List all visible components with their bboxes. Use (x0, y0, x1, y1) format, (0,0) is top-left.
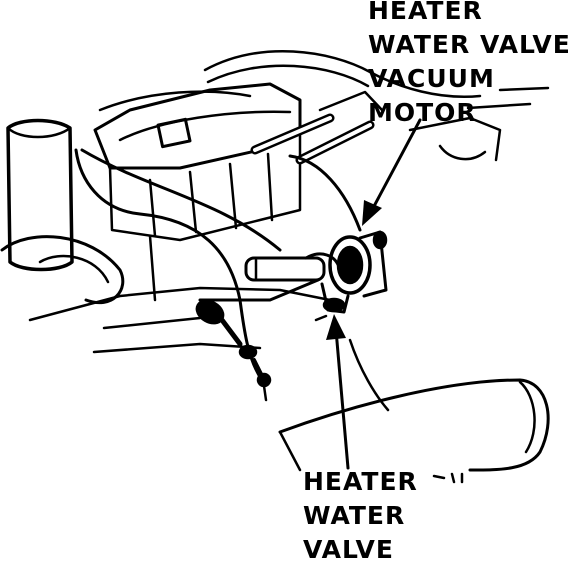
vacuum-motor-label-line-2: WATER VALVE (368, 30, 571, 59)
vacuum-motor-label-line-1: HEATER (368, 0, 483, 25)
air-cleaner (0, 118, 125, 305)
engine-block (93, 82, 302, 242)
vacuum-motor-label-line-4: MOTOR (368, 98, 477, 127)
lower-frame (28, 234, 332, 354)
water-valve-label-line-1: HEATER (303, 467, 418, 496)
vacuum-line (74, 148, 362, 382)
water-valve-label-line-2: WATER (303, 501, 406, 530)
callout-arrows (326, 118, 422, 470)
heater-valve-assembly (244, 230, 390, 412)
hood-edge (203, 50, 550, 162)
inline-fitting (195, 299, 272, 402)
vacuum-motor-label-line-3: VACUUM (368, 64, 495, 93)
water-valve-label: HEATER WATER VALVE (303, 465, 418, 567)
upper-hoses (250, 90, 384, 165)
lower-tank (278, 378, 550, 484)
vacuum-motor-label: HEATER WATER VALVE VACUUM MOTOR (368, 0, 571, 130)
water-valve-label-line-3: VALVE (303, 535, 394, 564)
